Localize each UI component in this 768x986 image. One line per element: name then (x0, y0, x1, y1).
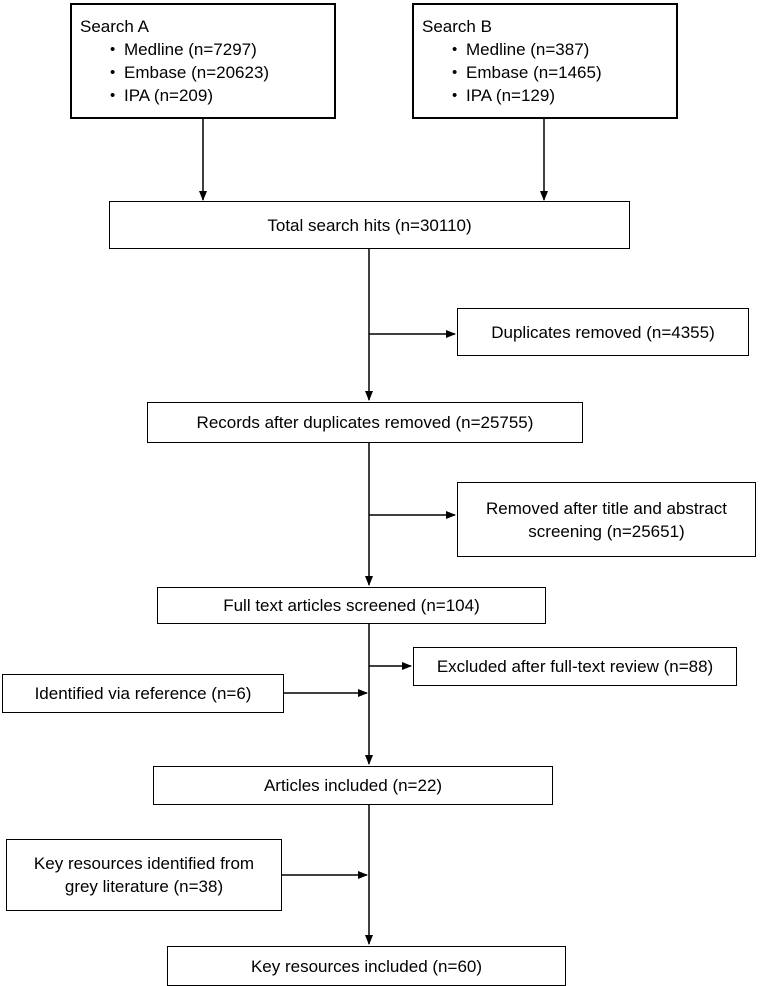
identified-reference-box: Identified via reference (n=6) (2, 674, 284, 713)
total-search-hits-box: Total search hits (n=30110) (109, 201, 630, 249)
search-a-item: Embase (n=20623) (110, 61, 334, 84)
identified-reference-label: Identified via reference (n=6) (34, 684, 252, 703)
records-after-duplicates-box: Records after duplicates removed (n=2575… (147, 402, 583, 443)
search-b-box: Search B Medline (n=387) Embase (n=1465)… (412, 3, 678, 119)
title-abstract-removed-line1: Removed after title and abstract (486, 498, 727, 518)
full-text-screened-label: Full text articles screened (n=104) (223, 596, 480, 615)
excluded-full-text-label: Excluded after full-text review (n=88) (436, 657, 714, 676)
duplicates-removed-box: Duplicates removed (n=4355) (457, 308, 749, 356)
grey-literature-line2: grey literature (n=38) (64, 877, 224, 896)
search-a-item: IPA (n=209) (110, 84, 334, 107)
search-b-item: Medline (n=387) (452, 38, 676, 61)
search-a-box: Search A Medline (n=7297) Embase (n=2062… (70, 3, 336, 119)
search-a-item: Medline (n=7297) (110, 38, 334, 61)
total-search-hits-label: Total search hits (n=30110) (267, 215, 472, 235)
articles-included-box: Articles included (n=22) (153, 766, 553, 805)
excluded-full-text-box: Excluded after full-text review (n=88) (413, 647, 737, 686)
search-a-list: Medline (n=7297) Embase (n=20623) IPA (n… (80, 38, 334, 107)
grey-literature-box: Key resources identified from grey liter… (6, 839, 282, 911)
articles-included-label: Articles included (n=22) (263, 776, 443, 795)
search-a-title: Search A (80, 17, 149, 36)
search-b-item: IPA (n=129) (452, 84, 676, 107)
full-text-screened-box: Full text articles screened (n=104) (157, 587, 546, 624)
search-b-item: Embase (n=1465) (452, 61, 676, 84)
duplicates-removed-label: Duplicates removed (n=4355) (491, 322, 715, 342)
key-resources-included-label: Key resources included (n=60) (250, 956, 483, 976)
key-resources-included-box: Key resources included (n=60) (167, 946, 566, 986)
grey-literature-line1: Key resources identified from (33, 854, 255, 873)
title-abstract-removed-line2: screening (n=25651) (528, 521, 685, 541)
records-after-duplicates-label: Records after duplicates removed (n=2575… (196, 413, 534, 432)
search-b-title: Search B (422, 17, 492, 36)
title-abstract-removed-box: Removed after title and abstract screeni… (457, 482, 756, 557)
search-b-list: Medline (n=387) Embase (n=1465) IPA (n=1… (422, 38, 676, 107)
